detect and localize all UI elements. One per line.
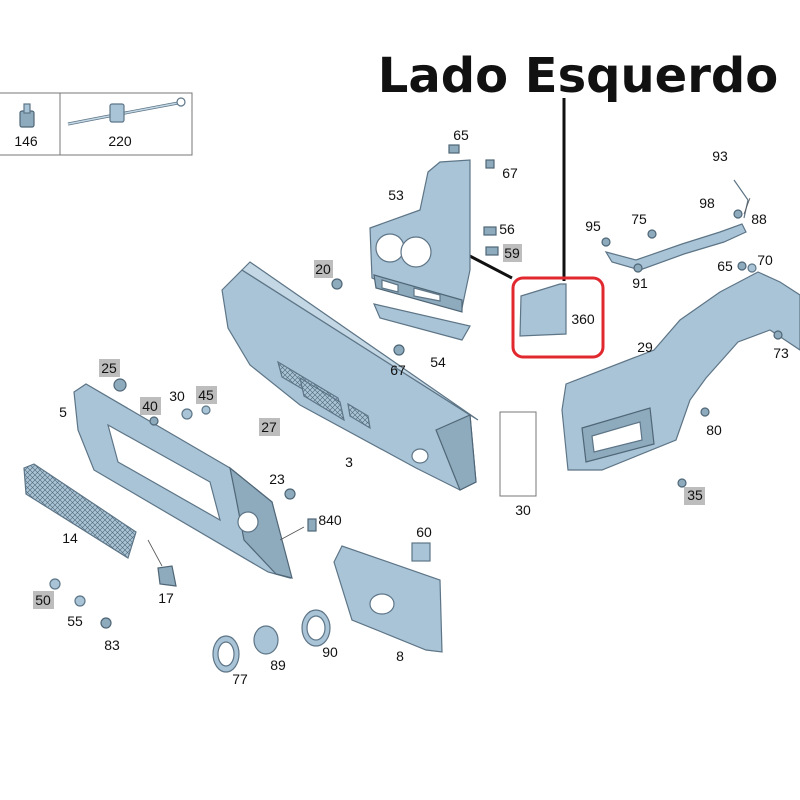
part-label-56: 56 xyxy=(499,221,515,237)
part-93-wire xyxy=(733,179,749,219)
part-label-70: 70 xyxy=(757,252,773,268)
part-label-30: 30 xyxy=(169,388,185,404)
part-label-360: 360 xyxy=(571,311,595,327)
part-label-90: 90 xyxy=(322,644,338,660)
cable-tie-icon xyxy=(67,97,186,126)
highlight-box-360 xyxy=(511,276,605,359)
part-label-35: 35 xyxy=(687,487,703,503)
part-label-29: 29 xyxy=(637,339,653,355)
shaded-badges xyxy=(33,244,705,609)
part-label-91: 91 xyxy=(632,275,648,291)
part-label-75: 75 xyxy=(631,211,647,227)
lamp-rings xyxy=(157,565,331,673)
legend-box: 146 220 xyxy=(0,92,193,156)
callout-leader-53 xyxy=(465,252,513,280)
part-label-40: 40 xyxy=(142,398,158,414)
part-labels: 65 67 53 56 59 20 360 67 54 93 98 88 95 … xyxy=(35,127,789,687)
part-label-30: 30 xyxy=(515,502,531,518)
part-label-25: 25 xyxy=(101,360,117,376)
part-label-53: 53 xyxy=(388,187,404,203)
part-label-98: 98 xyxy=(699,195,715,211)
part-label-95: 95 xyxy=(585,218,601,234)
clip-icon xyxy=(19,103,35,128)
part-label-23: 23 xyxy=(269,471,285,487)
part-label-80: 80 xyxy=(706,422,722,438)
part-label-55: 55 xyxy=(67,613,83,629)
part-label-93: 93 xyxy=(712,148,728,164)
part-label-77: 77 xyxy=(232,671,248,687)
legend-label-146: 146 xyxy=(14,133,38,149)
part-label-88: 88 xyxy=(751,211,767,227)
part-3-bumper xyxy=(221,261,479,491)
part-label-3: 3 xyxy=(345,454,353,470)
part-14-mesh-grille xyxy=(23,463,137,559)
part-53-headlamp-housing xyxy=(369,159,471,313)
part-label-59: 59 xyxy=(504,245,520,261)
part-label-65: 65 xyxy=(453,127,469,143)
legend-label-220: 220 xyxy=(108,133,132,149)
part-label-50: 50 xyxy=(35,592,51,608)
part-360-corner-cap xyxy=(519,283,567,337)
part-label-45: 45 xyxy=(198,387,214,403)
part-label-20: 20 xyxy=(315,261,331,277)
callout-title: Lado Esquerdo xyxy=(378,48,778,104)
part-5-grille-support xyxy=(73,383,293,579)
part-8-end-cap xyxy=(333,545,443,653)
part-88-bracket xyxy=(604,223,747,271)
part-label-65: 65 xyxy=(717,258,733,274)
part-label-27: 27 xyxy=(261,419,277,435)
part-label-8: 8 xyxy=(396,648,404,664)
part-30-frame xyxy=(499,411,537,497)
part-label-5: 5 xyxy=(59,404,67,420)
part-label-60: 60 xyxy=(416,524,432,540)
part-label-73: 73 xyxy=(773,345,789,361)
part-label-83: 83 xyxy=(104,637,120,653)
part-label-89: 89 xyxy=(270,657,286,673)
part-label-840: 840 xyxy=(318,512,342,528)
part-label-14: 14 xyxy=(62,530,78,546)
fasteners xyxy=(49,144,783,629)
part-label-67: 67 xyxy=(502,165,518,181)
part-label-17: 17 xyxy=(158,590,174,606)
part-54-trim-strip xyxy=(372,303,471,341)
part-label-54: 54 xyxy=(430,354,446,370)
leader-lines xyxy=(147,197,751,567)
part-label-67: 67 xyxy=(390,362,406,378)
part-29-wheel-arch xyxy=(561,271,800,471)
